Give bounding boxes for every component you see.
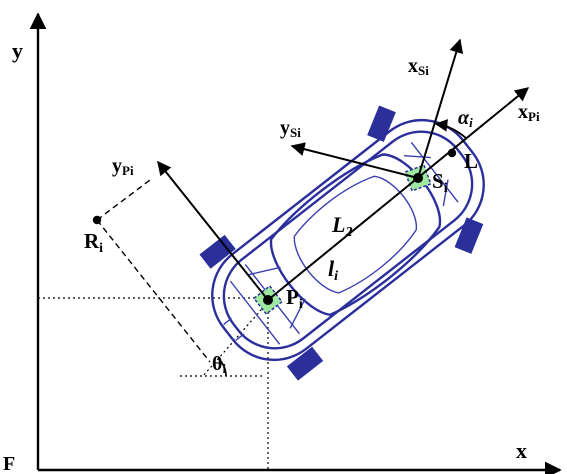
label-y-si: ySi (280, 117, 301, 140)
label-p: Pi (286, 285, 303, 312)
point-s (413, 173, 423, 183)
point-l (447, 148, 457, 158)
label-origin-f: F (3, 453, 15, 474)
wheel-rear-left (199, 234, 236, 269)
y-pi-axis (157, 160, 269, 301)
wheel-front-right (454, 217, 484, 254)
label-alpha: αi (458, 107, 473, 130)
label-li: li (328, 256, 338, 284)
wheel-rear-right (286, 346, 324, 381)
car-body (199, 105, 485, 381)
label-global-x: x (516, 438, 527, 463)
label-global-y: y (12, 38, 23, 63)
r-construction-line-2 (96, 219, 211, 363)
x-si-axis (417, 38, 464, 179)
r-construction-line-1 (96, 179, 151, 221)
label-r: Ri (84, 229, 103, 256)
label-theta: θi (212, 353, 226, 376)
label-x-si: xSi (408, 55, 429, 78)
label-l: L (464, 149, 478, 173)
label-l2: L2 (331, 212, 352, 240)
point-r (92, 215, 102, 225)
label-y-pi: yPi (112, 155, 134, 178)
label-x-pi: xPi (518, 101, 540, 124)
x-pi-axis (267, 87, 530, 301)
point-p (263, 295, 273, 305)
alpha-angle-arc (434, 119, 467, 139)
theta-angle-arc (217, 357, 227, 377)
wheel-front-left (367, 105, 396, 142)
label-s: Si (432, 169, 448, 196)
y-si-axis (290, 142, 419, 179)
